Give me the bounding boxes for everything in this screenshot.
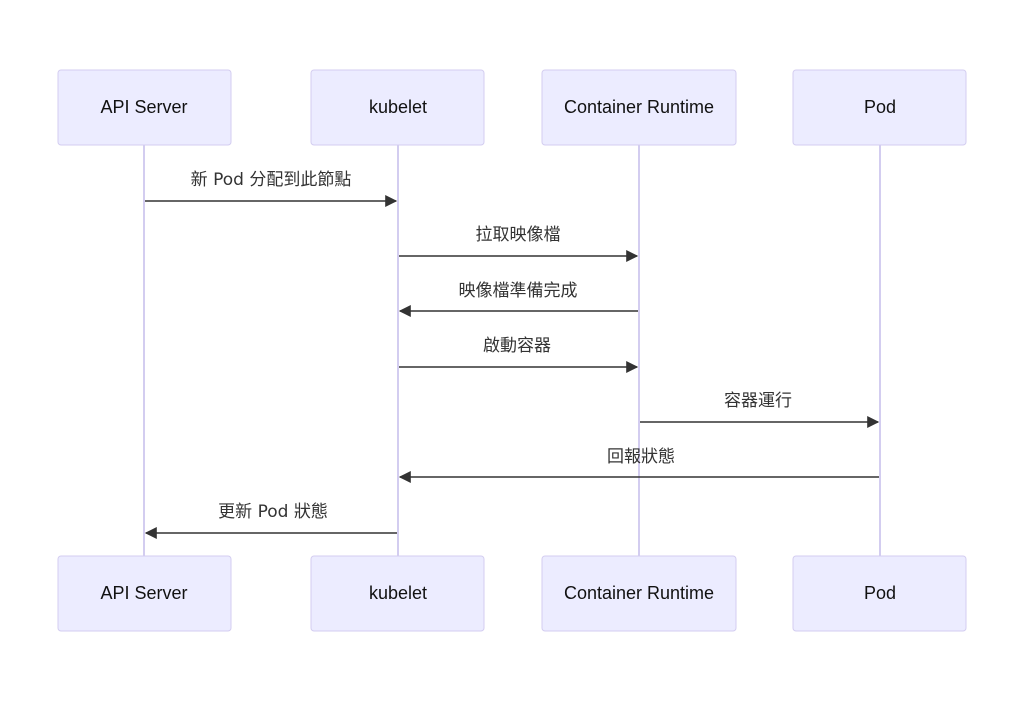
message-update-pod-status: 更新 Pod 狀態 (144, 502, 397, 539)
message-start-container: 啟動容器 (399, 336, 639, 373)
actor-container-runtime-bottom: Container Runtime (541, 555, 737, 632)
message-label: 拉取映像檔 (476, 225, 561, 245)
actor-label: Container Runtime (564, 583, 714, 603)
message-image-ready: 映像檔準備完成 (398, 281, 638, 317)
actor-kubelet-bottom: kubelet (310, 555, 485, 632)
actor-pod-bottom: Pod (792, 555, 967, 632)
message-container-running: 容器運行 (640, 391, 880, 428)
message-label: 更新 Pod 狀態 (218, 502, 328, 522)
actor-pod-top: Pod (792, 69, 967, 146)
message-pull-image: 拉取映像檔 (399, 225, 639, 262)
actor-label: Container Runtime (564, 97, 714, 117)
actor-label: API Server (100, 583, 187, 603)
message-label: 容器運行 (724, 391, 792, 411)
message-label: 映像檔準備完成 (459, 281, 578, 301)
actor-kubelet-top: kubelet (310, 69, 485, 146)
message-label: 回報狀態 (607, 447, 675, 467)
actor-api-server-top: API Server (57, 69, 232, 146)
actor-label: kubelet (369, 97, 427, 117)
actor-label: API Server (100, 97, 187, 117)
message-assign-pod: 新 Pod 分配到此節點 (145, 170, 398, 207)
actor-label: kubelet (369, 583, 427, 603)
message-label: 新 Pod 分配到此節點 (191, 170, 352, 190)
message-label: 啟動容器 (483, 336, 551, 356)
actor-container-runtime-top: Container Runtime (541, 69, 737, 146)
actor-label: Pod (864, 97, 896, 117)
actor-label: Pod (864, 583, 896, 603)
message-report-status: 回報狀態 (398, 447, 879, 483)
actor-api-server-bottom: API Server (57, 555, 232, 632)
